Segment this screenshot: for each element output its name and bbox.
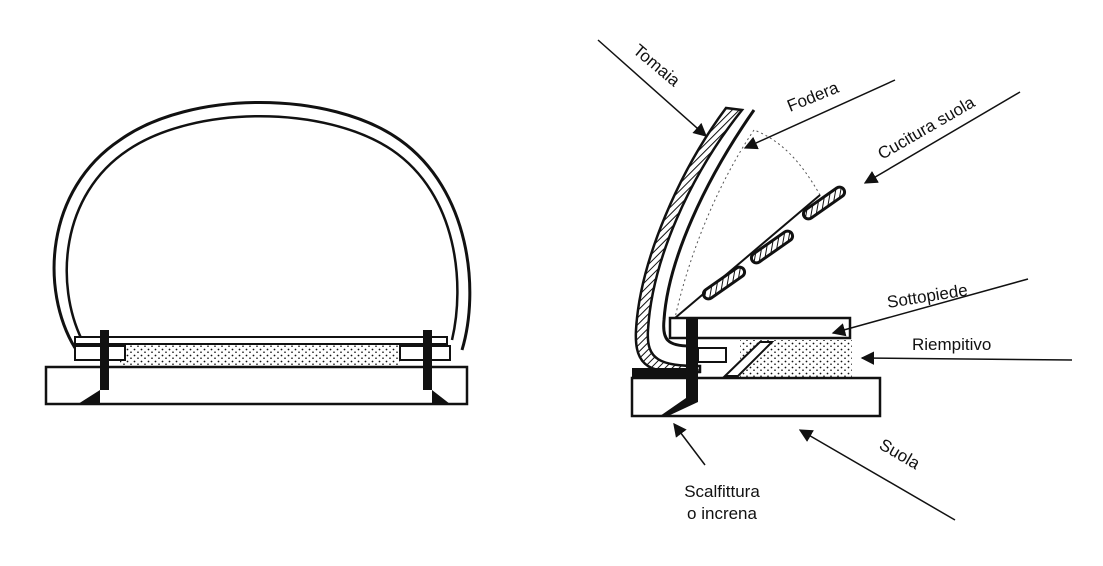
arrow-suola: [798, 429, 956, 521]
arrow-scalfittura: [673, 422, 706, 466]
sole: [44, 365, 469, 406]
upper-outer: [52, 101, 472, 351]
welt-hatching: [674, 129, 821, 320]
filler: [120, 345, 400, 365]
stitch-right: [423, 330, 432, 390]
label-suola: Suola: [876, 435, 924, 473]
arrow-riempitivo: [860, 351, 1073, 365]
arrow-fodera: [743, 79, 896, 150]
label-tomaia: Tomaia: [629, 41, 684, 91]
label-increna: o increna: [687, 504, 757, 523]
label-fodera: Fodera: [784, 78, 842, 116]
upper-inner: [65, 115, 459, 341]
arrow-tomaia: [597, 39, 708, 137]
label-scalfittura: Scalfittura: [684, 482, 760, 501]
lining-fodera: [662, 109, 756, 348]
arrow-cucitura: [863, 91, 1021, 184]
cross-section-front: [44, 101, 472, 406]
leader-arrows: [597, 39, 1073, 521]
stitch-through: [686, 318, 698, 398]
arrow-sottopiede: [831, 278, 1029, 337]
label-cucitura-suola: Cucitura suola: [875, 92, 979, 163]
insole: [74, 336, 448, 345]
upper-tomaia: [634, 106, 745, 374]
cross-section-detail: [630, 106, 882, 418]
stitch-left: [100, 330, 109, 390]
label-riempitivo: Riempitivo: [912, 335, 991, 354]
stitches: [701, 185, 847, 301]
